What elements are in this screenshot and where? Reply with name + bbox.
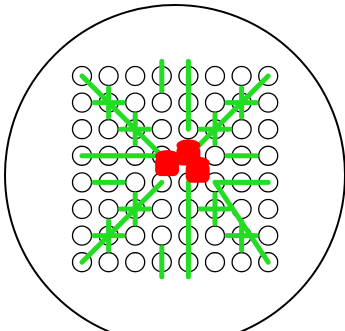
red-piece-1[interactable] <box>155 150 179 176</box>
board-hole[interactable] <box>152 226 171 245</box>
board-hole[interactable] <box>259 200 278 219</box>
red-piece-3[interactable] <box>186 157 210 183</box>
board-hole[interactable] <box>206 253 225 272</box>
board-hole[interactable] <box>99 120 118 139</box>
board-hole[interactable] <box>232 253 251 272</box>
board-hole[interactable] <box>126 226 145 245</box>
board-hole[interactable] <box>126 93 145 112</box>
board-hole[interactable] <box>126 173 145 192</box>
board-hole[interactable] <box>206 93 225 112</box>
board-hole[interactable] <box>206 67 225 86</box>
board-hole[interactable] <box>259 226 278 245</box>
board-hole[interactable] <box>232 67 251 86</box>
board-hole[interactable] <box>126 253 145 272</box>
board-hole[interactable] <box>99 253 118 272</box>
board-hole[interactable] <box>73 173 92 192</box>
board-hole[interactable] <box>152 120 171 139</box>
board-hole[interactable] <box>232 120 251 139</box>
board-hole[interactable] <box>259 146 278 165</box>
piece-top <box>186 157 210 169</box>
board-hole[interactable] <box>73 93 92 112</box>
board-hole[interactable] <box>259 93 278 112</box>
board-hole[interactable] <box>73 200 92 219</box>
board-hole[interactable] <box>152 200 171 219</box>
board-hole[interactable] <box>99 200 118 219</box>
board-hole[interactable] <box>73 120 92 139</box>
piece-top <box>155 150 179 162</box>
board-hole[interactable] <box>126 67 145 86</box>
board-hole[interactable] <box>259 120 278 139</box>
board-hole[interactable] <box>152 93 171 112</box>
piece-top <box>176 139 200 151</box>
board-hole[interactable] <box>73 226 92 245</box>
board-hole[interactable] <box>99 67 118 86</box>
board-hole[interactable] <box>206 226 225 245</box>
